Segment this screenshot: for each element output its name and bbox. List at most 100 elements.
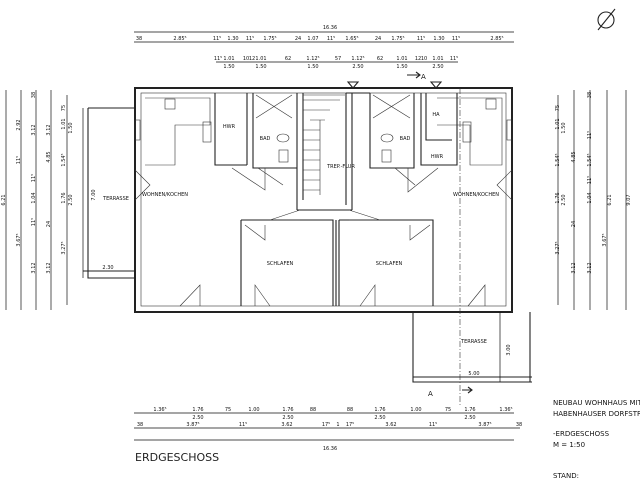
dimension-label: 17⁵ <box>322 422 330 428</box>
dimension-label: 2.85⁵ <box>173 36 186 42</box>
dimension-label: 24 <box>46 221 52 227</box>
dimension-label: 6.21 <box>1 194 7 205</box>
dimension-label: 1.36⁵ <box>153 407 166 413</box>
room-schlafen-right: SCHLAFEN <box>376 261 403 267</box>
drawing-title: ERDGESCHOSS <box>135 451 219 464</box>
dimension-label: 11⁵ <box>417 36 425 42</box>
dimension-label: 1.07 <box>307 36 318 42</box>
dimension-label: 1.36⁵ <box>499 407 512 413</box>
dimension-label: 11⁵ <box>214 56 222 62</box>
section-label-bottom: A <box>428 390 433 398</box>
room-terrasse-left: TERRASSE <box>102 196 129 202</box>
dimension-label: 2.50 <box>374 415 385 421</box>
dimension-label: 1.30 <box>433 36 444 42</box>
dimension-label: 11⁵ <box>452 36 460 42</box>
dimension-label: 2.92 <box>16 119 22 130</box>
dimension-label: 3.12 <box>31 124 37 135</box>
room-bad-left: BAD <box>260 136 271 142</box>
dimension-label: 16.36 <box>323 25 337 31</box>
dimension-label: 11⁵ <box>31 218 37 226</box>
dimension-label: 11⁵ <box>246 36 254 42</box>
room-wohnen-right: WOHNEN/KOCHEN <box>453 192 499 198</box>
dimension-label: 11⁵ <box>587 131 593 139</box>
dimension-label: 1.76 <box>61 192 67 203</box>
dimension-label: 3.12 <box>571 262 577 273</box>
dimension-label: 11⁵ <box>429 422 437 428</box>
room-hwr-left: HWR <box>223 124 236 130</box>
dimension-label: 1.01 <box>432 56 443 62</box>
terraces <box>83 88 532 405</box>
dimension-label: 75 <box>445 407 451 413</box>
dimension-label: 3.27⁵ <box>555 241 561 254</box>
room-trep-flur: TREP.-FLUR <box>326 164 355 170</box>
dimension-label: 3.67⁵ <box>16 233 22 246</box>
dimension-label: 3.67⁵ <box>602 233 608 246</box>
title-block: NEUBAU WOHNHAUS MIT - HABENHAUSER DORFST… <box>553 399 640 480</box>
dimension-label: 11⁵ <box>239 422 247 428</box>
dimension-label: 3.12 <box>46 124 52 135</box>
dimension-label: 3.00 <box>506 344 512 355</box>
dimension-label: 1.75⁵ <box>391 36 404 42</box>
dimension-label: 2.50 <box>464 415 475 421</box>
room-labels: HWR BAD TREP.-FLUR WOHNEN/KOCHEN SCHLAFE… <box>102 112 499 345</box>
room-ha-right: HA <box>432 112 440 118</box>
dimension-label: 4.85 <box>46 151 52 162</box>
dimension-label: 38 <box>31 92 37 98</box>
dimension-label: 1.50 <box>68 122 74 133</box>
dimension-label: 1.50 <box>255 64 266 70</box>
dimension-label: 1.01 <box>223 56 234 62</box>
dimension-label: 2.50 <box>282 415 293 421</box>
dimension-label: 2.85⁵ <box>490 36 503 42</box>
dimension-label: 1.50 <box>307 64 318 70</box>
dimension-label: 1.65⁵ <box>345 36 358 42</box>
dimension-label: 88 <box>310 407 316 413</box>
dimension-label: 3.12 <box>46 262 52 273</box>
dimension-label: 1.76 <box>282 407 293 413</box>
dimension-label: 2.50 <box>561 194 567 205</box>
dimension-label: 1.12⁵ <box>306 56 319 62</box>
dimension-label: 11⁵ <box>31 174 37 182</box>
title-line3: -ERDGESCHOSS <box>553 430 610 438</box>
dimension-label: 1.50 <box>396 64 407 70</box>
dimension-label: 38 <box>516 422 522 428</box>
room-bad-right: BAD <box>400 136 411 142</box>
dimension-label: 1.12⁵ <box>351 56 364 62</box>
dimension-label: 3.12 <box>31 262 37 273</box>
dimension-label: 1.04 <box>587 192 593 203</box>
dimension-label: 1.50 <box>223 64 234 70</box>
dimension-label: 2.50 <box>352 64 363 70</box>
room-hwr-right: HWR <box>431 154 444 160</box>
dimension-label: 3.87⁵ <box>186 422 199 428</box>
dimension-label: 1.76 <box>192 407 203 413</box>
dimension-label: 6.21 <box>607 194 613 205</box>
dimension-label: 1.01 <box>61 118 67 129</box>
building-walls <box>134 87 513 313</box>
room-terrasse-right: TERRASSE <box>460 339 487 345</box>
dimension-lines <box>5 31 627 441</box>
title-line1: NEUBAU WOHNHAUS MIT - <box>553 399 640 407</box>
room-wohnen-left: WOHNEN/KOCHEN <box>142 192 188 198</box>
dimension-label: 57 <box>335 56 341 62</box>
dimension-label: 1.76 <box>555 192 561 203</box>
dimension-label: 9.07 <box>626 194 632 205</box>
dimension-label: 11⁵ <box>327 36 335 42</box>
dimension-label: 11⁵ <box>213 36 221 42</box>
dimension-label: 62 <box>377 56 383 62</box>
dimension-label: 24 <box>375 36 381 42</box>
dimension-label: 3.27⁵ <box>61 241 67 254</box>
dimension-label: 2.50 <box>192 415 203 421</box>
section-label-top: A <box>421 73 426 81</box>
dimension-label: 3.12 <box>587 262 593 273</box>
dimension-label: 17⁵ <box>346 422 354 428</box>
dimension-label: 38 <box>587 92 593 98</box>
dimension-label: 1 <box>336 422 339 428</box>
dimension-label: 75 <box>555 105 561 111</box>
dimension-label: 1.01 <box>555 118 561 129</box>
dimension-label: 1.75⁵ <box>263 36 276 42</box>
dimension-label: 1.00 <box>248 407 259 413</box>
dimension-label: 75 <box>225 407 231 413</box>
title-scale: M = 1:50 <box>553 441 585 449</box>
dimension-label: 11⁵ <box>587 176 593 184</box>
dimension-label: 11⁵ <box>450 56 458 62</box>
